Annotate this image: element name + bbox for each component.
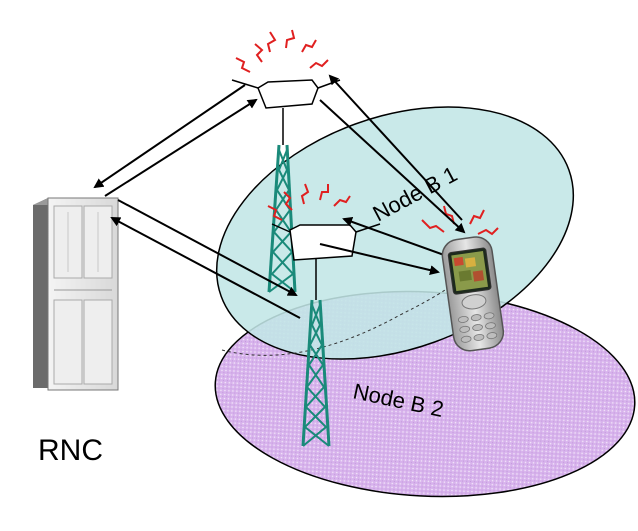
signal-waves-phone	[421, 205, 499, 236]
arrow-phone-to-tower2	[342, 217, 445, 256]
cell-overlap-boundary	[221, 289, 446, 356]
signal-waves-node-b1	[235, 29, 329, 73]
arrow-tower2-to-rnc	[110, 217, 301, 319]
mobile-phone-icon	[441, 236, 505, 352]
arrow-tower1-to-rnc	[93, 84, 246, 189]
tower-node-b2-antenna-tower-icon	[301, 258, 331, 447]
antenna-head-node-b1	[231, 79, 341, 109]
label-rnc: RNC	[38, 434, 103, 467]
rnc-server-cabinet-icon	[33, 197, 119, 391]
arrow-rnc-to-tower2	[117, 199, 298, 296]
signal-waves-node-b2	[267, 183, 351, 221]
arrow-tower1-to-phone	[319, 99, 466, 234]
arrow-phone-to-tower1	[328, 74, 463, 221]
tower-node-b1-antenna-tower-icon	[267, 108, 297, 293]
arrow-rnc-to-tower1	[104, 98, 258, 197]
arrow-tower2-to-phone	[319, 243, 440, 276]
